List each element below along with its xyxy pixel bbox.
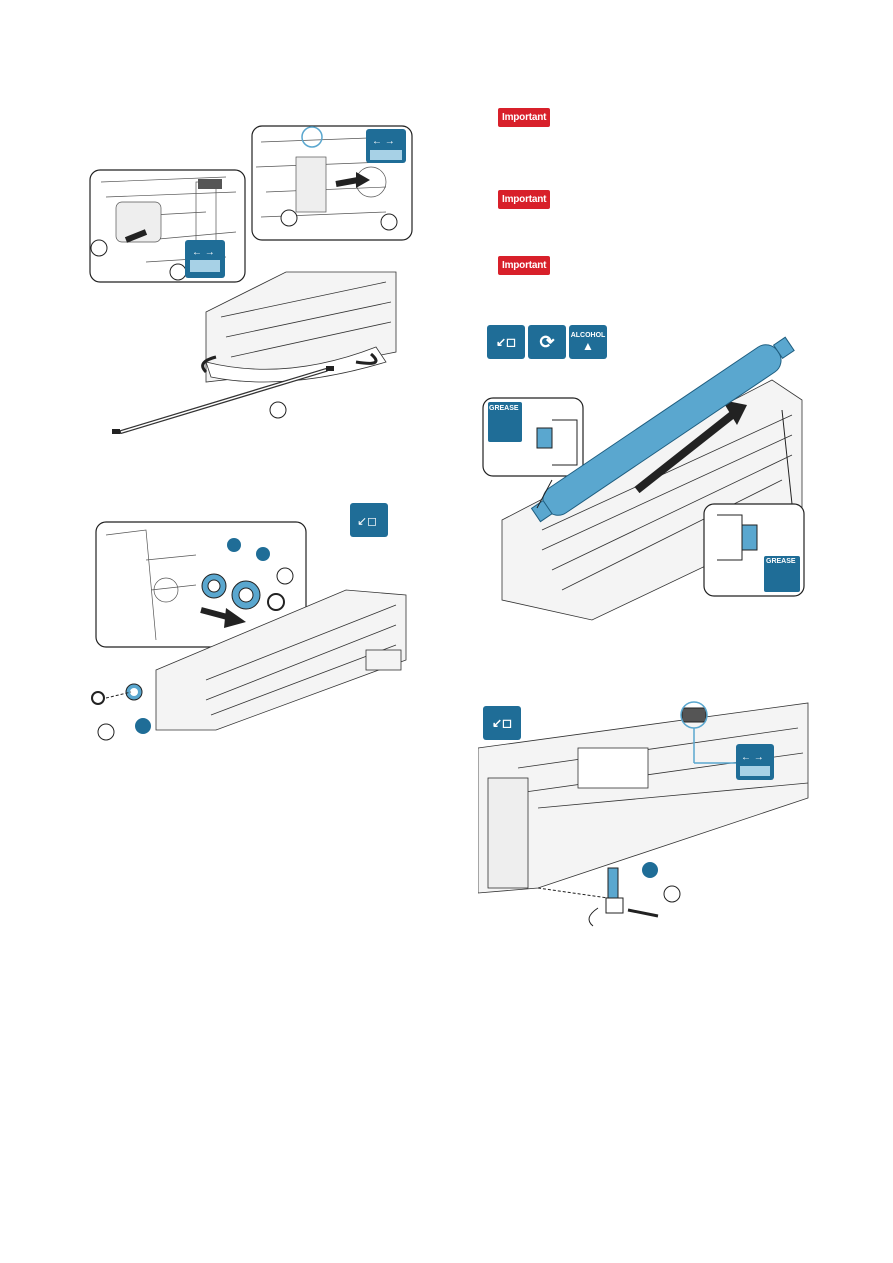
figure-sensor-removal: ← →: [477, 698, 818, 928]
sensor-illustration: ← →: [477, 701, 809, 927]
important-badge-3: Important: [498, 256, 551, 275]
remove-icon-2: ↙◻: [483, 706, 521, 740]
important-badge-1: Important: [498, 108, 551, 127]
bearing-illustration: ↙◻: [91, 503, 407, 741]
grease-label-2: GREASE: [766, 558, 796, 565]
figure-fuser-cover-removal: ← → ← →: [86, 122, 416, 442]
grease-label-1: GREASE: [489, 405, 519, 412]
svg-text:← →: ← →: [192, 247, 215, 258]
remove-icon: ↙◻: [487, 325, 525, 359]
important-badge-2: Important: [498, 190, 551, 209]
fuser-cover-illustration: ← → ← →: [89, 125, 413, 434]
svg-text:↙◻: ↙◻: [357, 514, 377, 528]
alcohol-icon: ALCOHOL ▲: [569, 325, 607, 359]
figure-bearing-removal: ↙◻: [86, 500, 416, 750]
svg-text:← →: ← →: [741, 752, 764, 763]
heat-roller-illustration: [482, 336, 805, 621]
svg-text:← →: ← →: [372, 136, 395, 147]
figure-heat-roller: [482, 320, 812, 630]
alcohol-label: ALCOHOL: [570, 331, 606, 339]
rotate-icon: ⟳: [528, 325, 566, 359]
